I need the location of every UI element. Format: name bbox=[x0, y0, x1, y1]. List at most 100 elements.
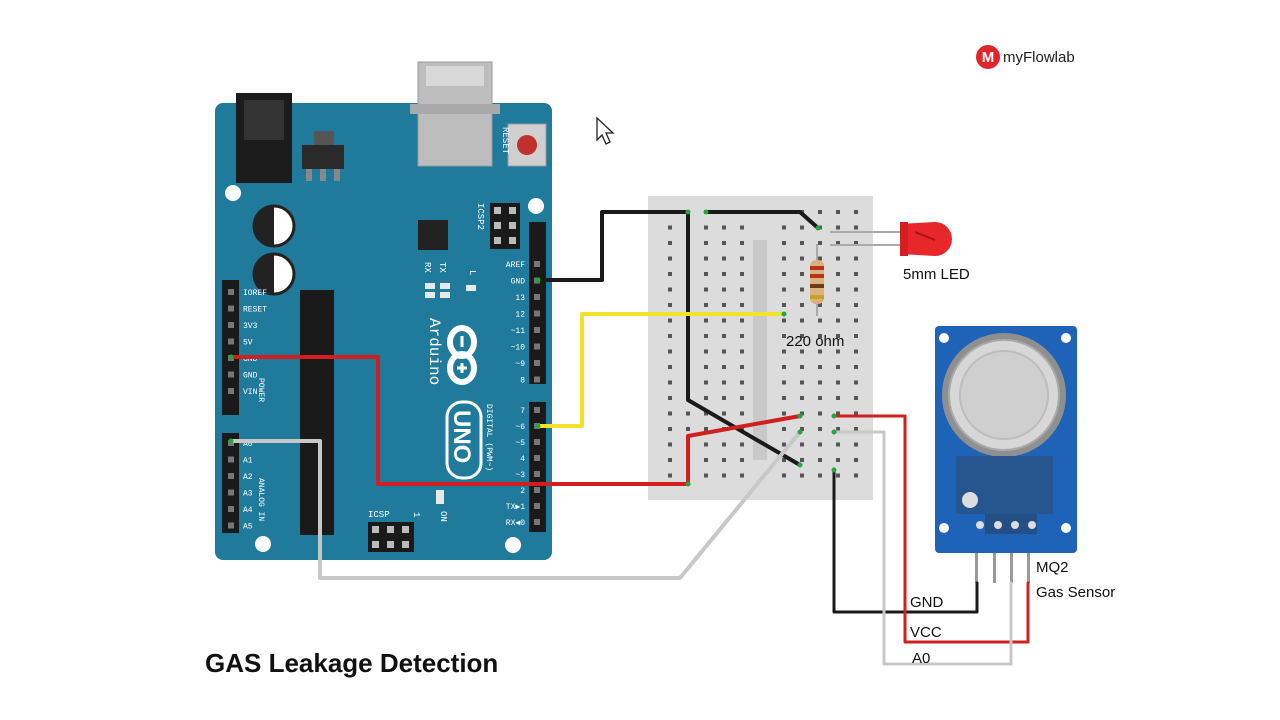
breadboard-hole bbox=[854, 225, 858, 230]
breadboard-hole bbox=[818, 396, 822, 400]
header-pin-socket bbox=[228, 322, 234, 328]
breadboard-hole bbox=[800, 241, 804, 245]
breadboard-hole bbox=[800, 287, 804, 292]
breadboard-hole bbox=[854, 256, 858, 261]
header-pin-socket bbox=[534, 343, 540, 350]
breadboard-hole bbox=[722, 473, 726, 478]
breadboard-hole bbox=[704, 427, 708, 431]
breadboard-hole bbox=[800, 334, 804, 338]
breadboard-hole bbox=[782, 225, 786, 230]
pin-label: 3V3 bbox=[243, 322, 258, 331]
breadboard-hole bbox=[668, 442, 672, 447]
pin-label: ~3 bbox=[515, 471, 525, 480]
breadboard-hole bbox=[854, 303, 858, 307]
breadboard-hole bbox=[740, 380, 744, 385]
digital-header-label: DIGITAL (PWM~) bbox=[484, 404, 493, 471]
breadboard-hole bbox=[800, 396, 804, 400]
breadboard-hole bbox=[854, 380, 858, 385]
breadboard-hole bbox=[836, 458, 840, 462]
l-led bbox=[466, 285, 476, 291]
breadboard-hole bbox=[704, 396, 708, 400]
pin-label: GND bbox=[243, 372, 258, 381]
breadboard-hole bbox=[686, 427, 690, 431]
breadboard-hole bbox=[704, 256, 708, 261]
pin-label: 4 bbox=[520, 455, 525, 464]
brand-name: myFlowlab bbox=[1003, 48, 1075, 66]
breadboard-hole bbox=[836, 241, 840, 245]
breadboard-hole bbox=[740, 442, 744, 447]
breadboard-hole bbox=[704, 272, 708, 276]
breadboard-hole bbox=[800, 225, 804, 230]
header-pin-socket bbox=[228, 489, 234, 496]
breadboard-hole bbox=[782, 365, 786, 369]
a0-label: A0 bbox=[912, 650, 930, 667]
pin-label: 7 bbox=[520, 407, 525, 416]
breadboard-hole bbox=[704, 365, 708, 369]
arduino-infinity-logo bbox=[447, 325, 477, 385]
pin-label: AREF bbox=[506, 261, 525, 270]
sensor-vcc-wire bbox=[832, 414, 1030, 644]
breadboard-hole bbox=[704, 349, 708, 354]
breadboard-hole bbox=[782, 241, 786, 245]
pin-label: A4 bbox=[243, 506, 253, 515]
header-pin-socket bbox=[534, 471, 540, 477]
breadboard-hole bbox=[836, 473, 840, 478]
power-header-label: POWER bbox=[256, 378, 265, 402]
vcc-label: VCC bbox=[910, 624, 942, 641]
breadboard-hole bbox=[668, 411, 672, 416]
pin-label: 2 bbox=[520, 487, 525, 496]
breadboard-hole bbox=[722, 318, 726, 323]
breadboard-hole bbox=[722, 396, 726, 400]
rx-label: RX bbox=[422, 262, 432, 273]
breadboard-hole bbox=[704, 241, 708, 245]
breadboard-hole bbox=[782, 411, 786, 416]
breadboard-hole bbox=[740, 241, 744, 245]
analog-header-label: ANALOG IN bbox=[256, 478, 265, 521]
breadboard-hole bbox=[740, 272, 744, 276]
breadboard-hole bbox=[800, 256, 804, 261]
breadboard-hole bbox=[836, 303, 840, 307]
breadboard-hole bbox=[668, 303, 672, 307]
breadboard-hole bbox=[782, 349, 786, 354]
led-signal-wire bbox=[536, 312, 786, 428]
sensor-label-line2: Gas Sensor bbox=[1036, 584, 1115, 601]
pin-label: RESET bbox=[243, 306, 267, 315]
breadboard-hole bbox=[800, 380, 804, 385]
breadboard-hole bbox=[836, 442, 840, 447]
breadboard-hole bbox=[854, 411, 858, 416]
breadboard-hole bbox=[854, 210, 858, 214]
icsp-pin1-label: 1 bbox=[411, 512, 421, 517]
breadboard-hole bbox=[740, 334, 744, 338]
breadboard-hole bbox=[818, 427, 822, 431]
breadboard-hole bbox=[836, 365, 840, 369]
breadboard-hole bbox=[818, 210, 822, 214]
header-pin-socket bbox=[228, 371, 234, 378]
vcc-wire bbox=[229, 355, 802, 486]
breadboard-hole bbox=[668, 287, 672, 292]
breadboard-hole bbox=[668, 458, 672, 462]
breadboard-hole bbox=[818, 349, 822, 354]
mouse-cursor-icon bbox=[596, 116, 615, 145]
wire-endpoints bbox=[228, 209, 837, 487]
pin-label: RX◀0 bbox=[506, 519, 525, 528]
breadboard-hole bbox=[854, 458, 858, 462]
breadboard-hole bbox=[800, 349, 804, 354]
breadboard-hole bbox=[800, 427, 804, 431]
tx-label: TX bbox=[437, 262, 447, 273]
breadboard-hole bbox=[800, 318, 804, 323]
voltage-regulator bbox=[302, 145, 344, 169]
header-pin-socket bbox=[228, 305, 234, 312]
breadboard-hole bbox=[782, 303, 786, 307]
breadboard-hole bbox=[836, 380, 840, 385]
breadboard-hole bbox=[818, 334, 822, 338]
breadboard-hole bbox=[722, 225, 726, 230]
breadboard-hole bbox=[668, 349, 672, 354]
atmega-chip bbox=[300, 290, 334, 535]
header-pin-socket bbox=[534, 439, 540, 445]
breadboard-hole bbox=[668, 365, 672, 369]
breadboard-hole bbox=[704, 411, 708, 416]
breadboard-hole bbox=[704, 303, 708, 307]
a0-wire bbox=[229, 430, 802, 580]
myflowlab-logo: M myFlowlab bbox=[976, 45, 1075, 69]
sensor-a0-wire bbox=[832, 430, 1013, 666]
